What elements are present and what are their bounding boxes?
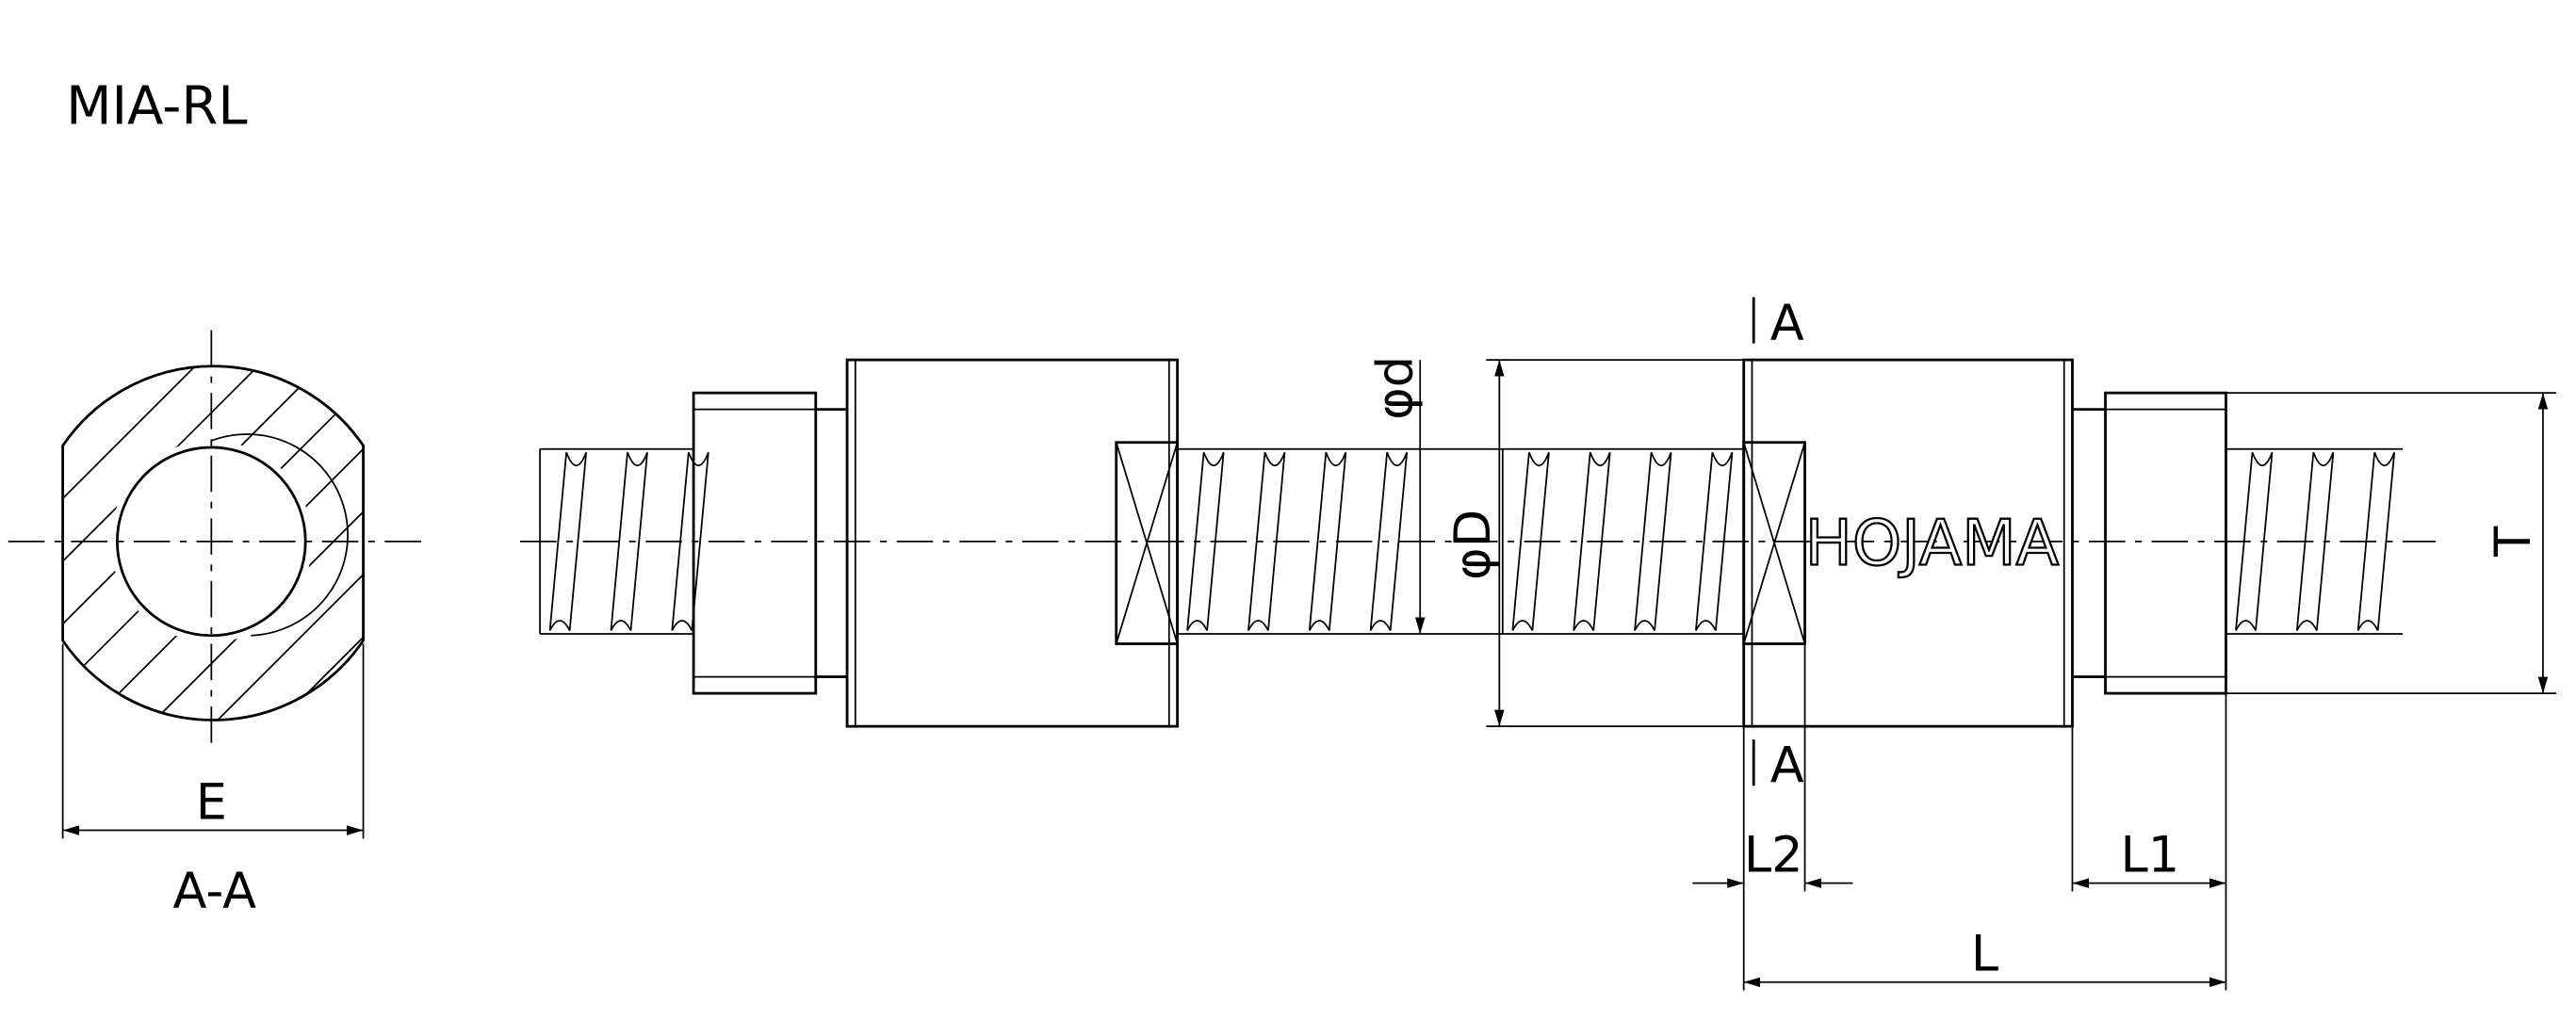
- section-view: E A-A: [8, 330, 421, 920]
- dim-L2-label: L2: [1744, 826, 1803, 883]
- dim-T-label: T: [2485, 526, 2542, 558]
- dim-phi-d-label: φd: [1366, 356, 1424, 420]
- brand-logo: HOJAMA: [1805, 506, 2059, 579]
- dim-L1-label: L1: [2120, 826, 2179, 883]
- section-marker-bottom: A: [1770, 737, 1804, 795]
- section-marker-top: A: [1770, 295, 1804, 352]
- dim-E-label: E: [196, 773, 227, 831]
- main-view: HOJAMA A A φd φD T L2 L1 L: [520, 295, 2556, 991]
- drawing-title: MIA-RL: [66, 75, 247, 137]
- dim-L-label: L: [1971, 926, 1998, 983]
- section-label: A-A: [173, 863, 257, 920]
- dim-phi-D-label: φD: [1444, 510, 1502, 580]
